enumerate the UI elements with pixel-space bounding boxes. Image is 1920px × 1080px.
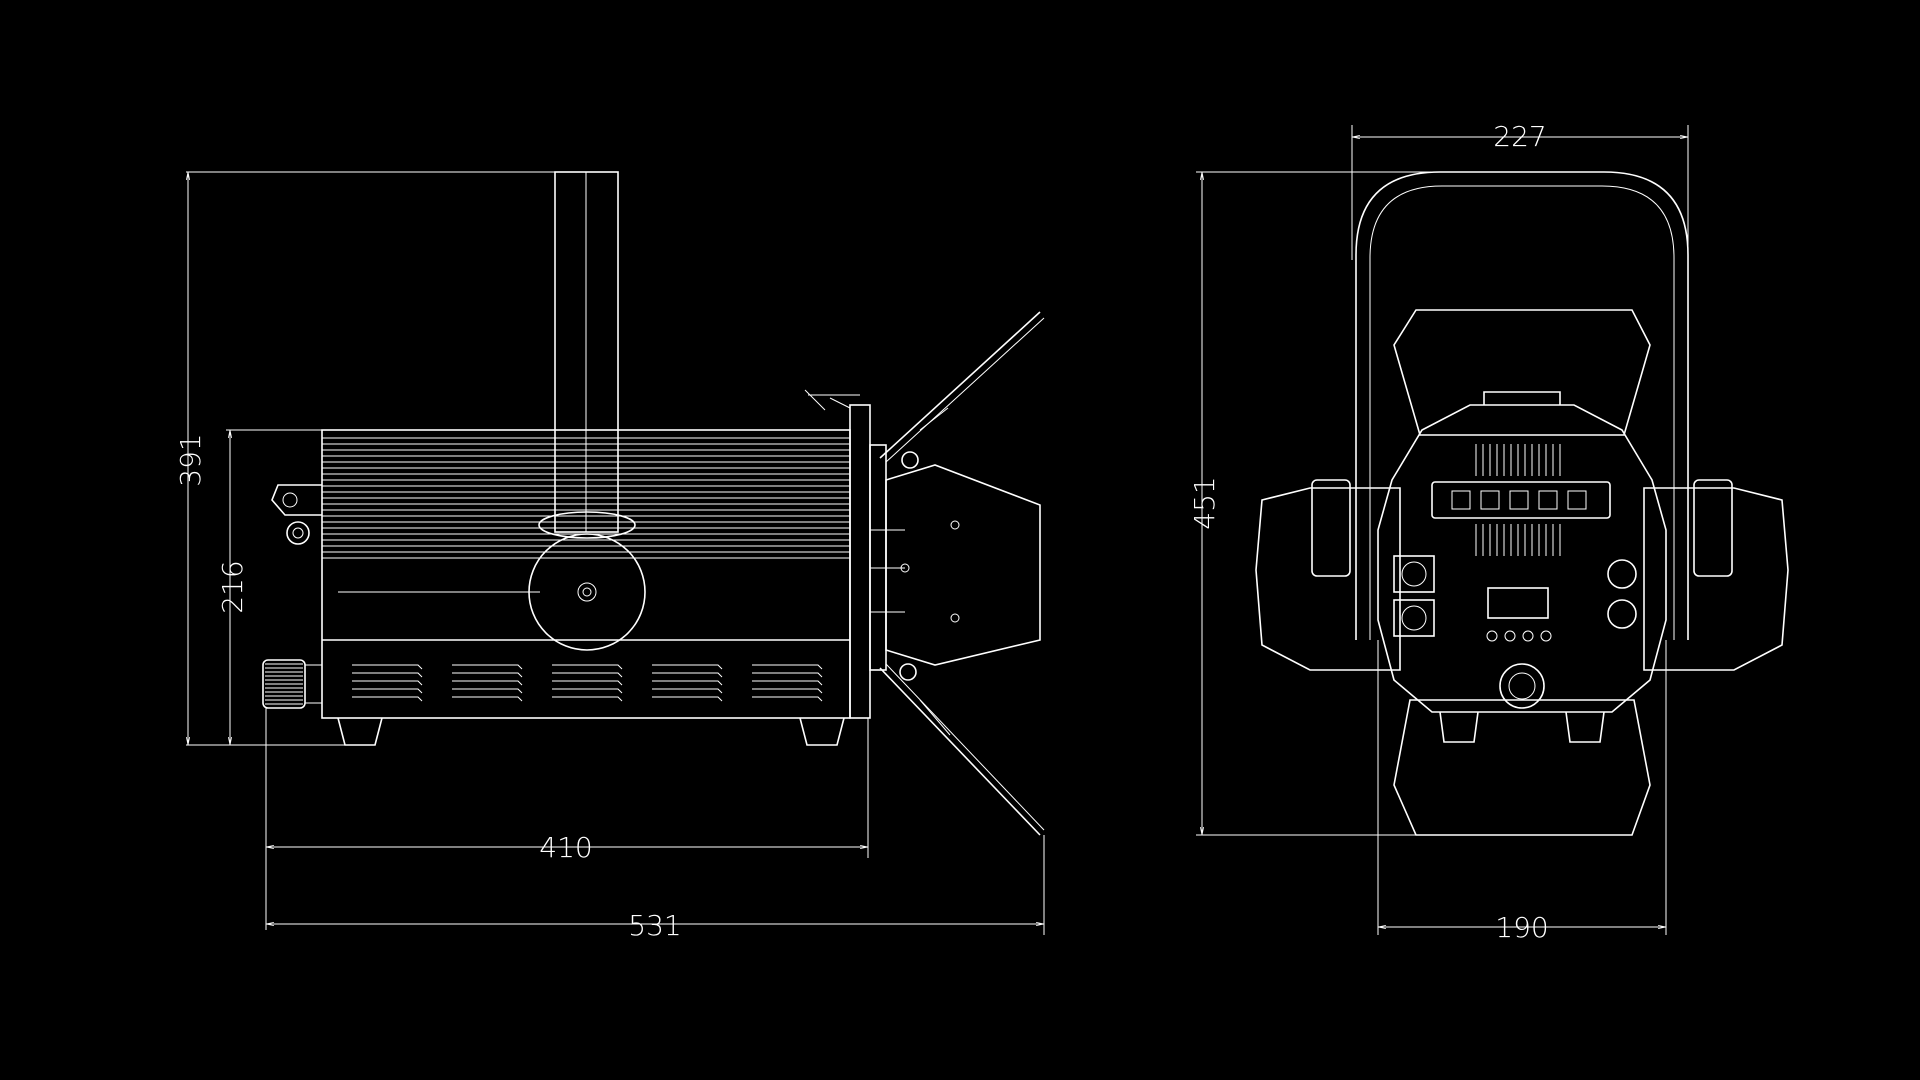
dim-216: 216: [216, 429, 338, 746]
dim-label-216: 216: [216, 560, 249, 613]
front-barn-door-right: [1643, 487, 1789, 671]
barn-door-bottom: [879, 667, 1041, 836]
rear-grille: [1475, 444, 1561, 556]
vent-slots: [352, 664, 823, 702]
front-view: 227 451 190: [1188, 120, 1789, 944]
yoke-knob-right: [1693, 479, 1733, 577]
button-strip: [1431, 481, 1611, 519]
dim-410: 410: [265, 708, 869, 930]
dmx-out-connector: [1607, 599, 1637, 629]
control-button[interactable]: [1451, 490, 1471, 510]
dim-label-410: 410: [539, 831, 592, 864]
dim-190: 190: [1377, 640, 1667, 944]
dim-227: 227: [1351, 120, 1689, 260]
yoke-knob: [528, 533, 646, 651]
barn-door-side: [885, 464, 1041, 666]
control-button[interactable]: [1538, 490, 1558, 510]
menu-button[interactable]: [1504, 630, 1516, 642]
front-barn-door-left: [1255, 487, 1401, 671]
foot-left: [337, 717, 383, 746]
dmx-in-connector: [1607, 559, 1637, 589]
rear-port: [1499, 663, 1545, 709]
foot-right: [799, 717, 845, 746]
gel-frame: [869, 444, 887, 671]
menu-button[interactable]: [1540, 630, 1552, 642]
menu-button[interactable]: [1522, 630, 1534, 642]
control-button[interactable]: [1509, 490, 1529, 510]
dim-label-190: 190: [1495, 911, 1548, 944]
dim-label-531: 531: [628, 909, 681, 942]
dim-531: 531: [266, 835, 1045, 942]
rear-panel: [1377, 404, 1667, 713]
display: [1487, 587, 1549, 619]
dim-label-391: 391: [174, 433, 207, 486]
barn-door-top: [879, 311, 1041, 459]
side-view: 391 216 410 531: [174, 171, 1045, 942]
power-out-connector: [1393, 599, 1435, 637]
front-barn-door-top: [1393, 309, 1651, 436]
control-button[interactable]: [1567, 490, 1587, 510]
dim-label-451: 451: [1188, 476, 1221, 529]
control-button[interactable]: [1480, 490, 1500, 510]
yoke-knob-left: [1311, 479, 1351, 577]
front-yoke: [1355, 171, 1689, 640]
power-in-connector: [1393, 555, 1435, 593]
dim-391: 391: [174, 171, 555, 746]
dim-label-227: 227: [1493, 120, 1546, 153]
front-barn-door-bottom: [1393, 699, 1651, 836]
dim-451: 451: [1188, 171, 1440, 836]
menu-button[interactable]: [1486, 630, 1498, 642]
front-flange: [849, 404, 871, 719]
rear-handle: [1483, 391, 1561, 405]
